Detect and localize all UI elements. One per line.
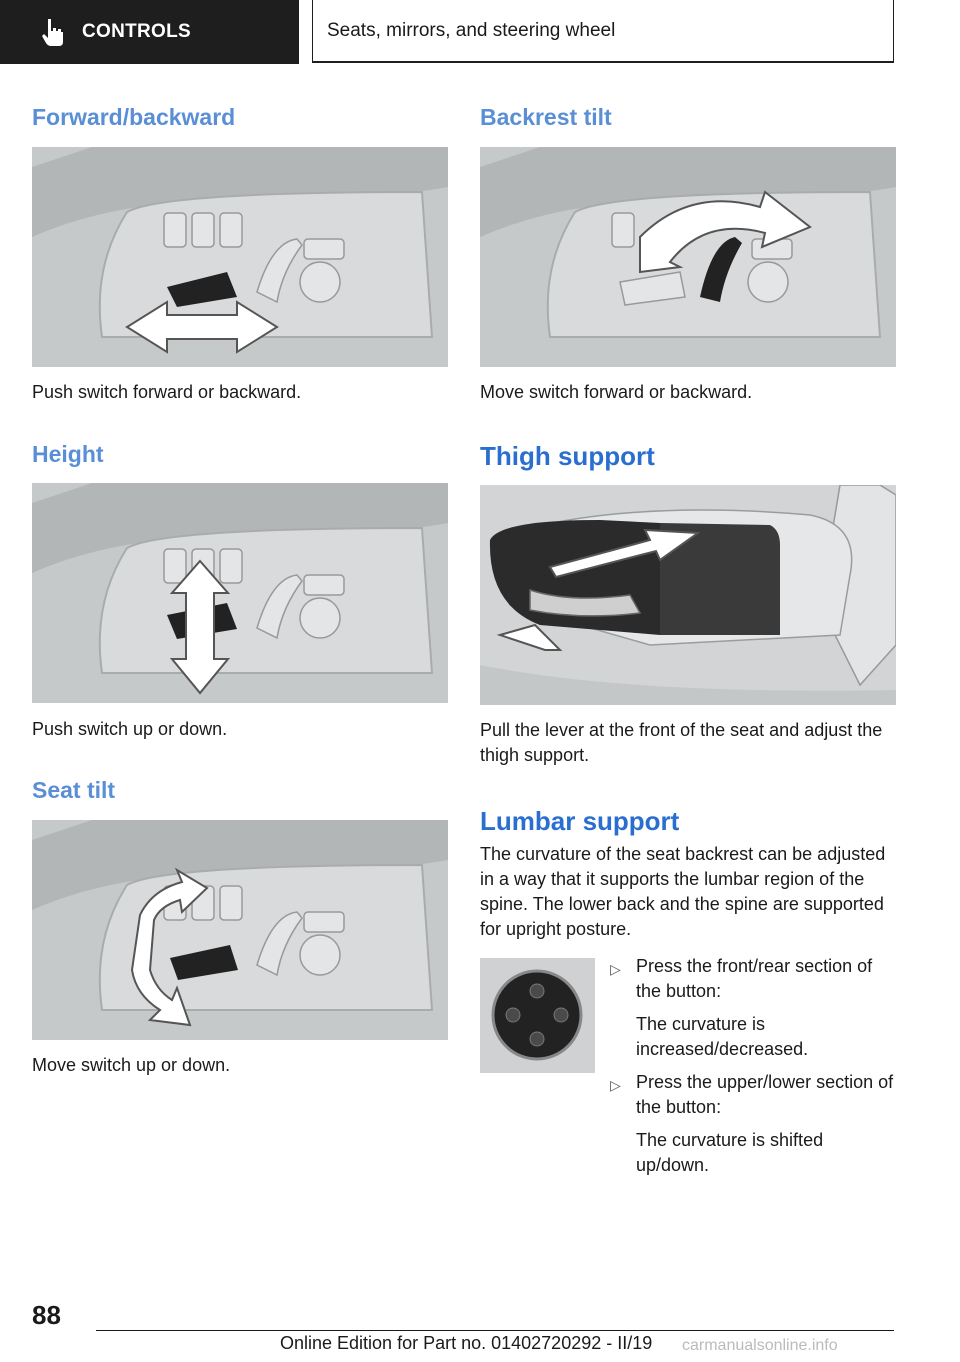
heading-thigh-support: Thigh support: [480, 441, 655, 471]
heading-forward-backward: Forward/backward: [32, 104, 236, 130]
lumbar-description: The curvature of the seat backrest can b…: [480, 844, 886, 939]
heading-height: Height: [32, 441, 104, 467]
thigh-support-illustration: [480, 485, 896, 705]
caption-seat-tilt: Move switch up or down.: [32, 1055, 231, 1075]
caption-height: Push switch up or down.: [32, 719, 228, 739]
list-item-label: Press the upper/lower section of the but…: [636, 1072, 894, 1117]
chapter-title: Seats, mirrors, and steering wheel: [312, 0, 894, 63]
list-item: ▷ Press the upper/lower section of the b…: [608, 1070, 898, 1178]
pointing-hand-icon: [42, 19, 63, 46]
footer-watermark: carmanualsonline.info: [682, 1337, 838, 1354]
list-item-detail: The curvature is increased/decreased.: [636, 1014, 809, 1059]
lumbar-instructions: ▷ Press the front/rear section of the bu…: [608, 954, 898, 1186]
section-label: CONTROLS: [82, 21, 192, 42]
caption-forward-backward: Push switch forward or backward.: [32, 382, 302, 402]
caption-thigh-support: Pull the lever at the front of the seat …: [480, 720, 883, 765]
backrest-tilt-illustration: [480, 147, 896, 367]
footer-divider: [96, 1330, 894, 1331]
heading-seat-tilt: Seat tilt: [32, 777, 116, 803]
heading-lumbar-support: Lumbar support: [480, 806, 680, 836]
page-number: 88: [32, 1300, 61, 1330]
heading-backrest-tilt: Backrest tilt: [480, 104, 612, 130]
footer-edition: Online Edition for Part no. 01402720292 …: [280, 1333, 653, 1353]
section-tab: CONTROLS: [0, 0, 299, 64]
list-item-detail: The curvature is shifted up/down.: [636, 1130, 824, 1175]
seat-tilt-illustration: [32, 820, 448, 1040]
lumbar-button-illustration: [480, 958, 595, 1073]
triangle-bullet-icon: ▷: [610, 1077, 621, 1093]
caption-backrest-tilt: Move switch forward or backward.: [480, 382, 753, 402]
list-item-label: Press the front/rear section of the butt…: [636, 956, 873, 1001]
forward-backward-illustration: [32, 147, 448, 367]
height-illustration: [32, 483, 448, 703]
list-item: ▷ Press the front/rear section of the bu…: [608, 954, 898, 1062]
triangle-bullet-icon: ▷: [610, 961, 621, 977]
